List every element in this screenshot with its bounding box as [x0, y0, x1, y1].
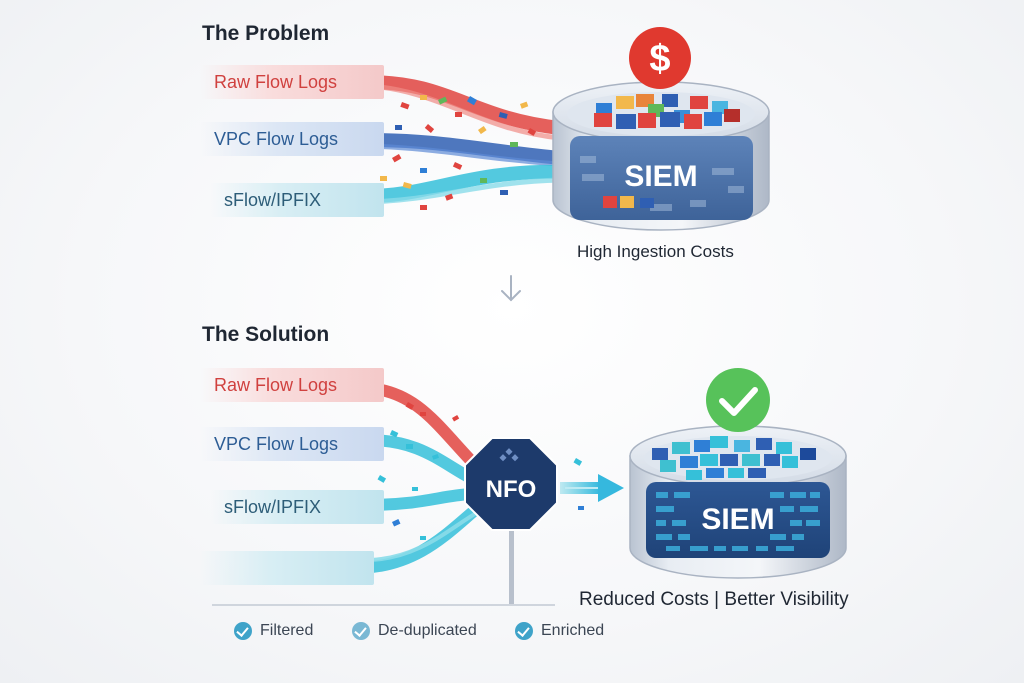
problem-source-vpc-flow-logs: VPC Flow Logs: [200, 122, 384, 156]
problem-confetti: [380, 95, 537, 210]
down-arrow-icon: [501, 275, 521, 302]
nfo-logo-icon: [499, 448, 519, 462]
nfo-processor: NFO: [464, 437, 558, 531]
problem-heading: The Problem: [202, 22, 330, 45]
solution-confetti: [377, 402, 584, 540]
benefit-label: Enriched: [541, 622, 605, 639]
solution-source-raw-flow-logs: Raw Flow Logs: [200, 368, 384, 402]
nfo-label: NFO: [486, 476, 537, 503]
solution-data-blocks: [652, 436, 816, 480]
solution-source-unlabeled: [200, 551, 374, 585]
check-icon: [719, 387, 758, 416]
check-circle-icon: [515, 622, 533, 640]
solution-siem-label: SIEM: [701, 503, 774, 536]
problem-source-raw-flow-logs: Raw Flow Logs: [200, 65, 384, 99]
solution-caption: Reduced Costs | Better Visibility: [579, 589, 849, 610]
nfo-pole: [212, 520, 555, 606]
success-badge: [706, 368, 770, 432]
cost-badge: $: [629, 27, 691, 89]
benefit-label: Filtered: [260, 622, 314, 639]
benefit-label: De-duplicated: [378, 622, 477, 639]
problem-streams: [361, 75, 567, 205]
output-arrow: [560, 474, 624, 502]
problem-caption: High Ingestion Costs: [577, 242, 734, 261]
solution-source-sflow-ipfix: sFlow/IPFIX: [210, 490, 384, 524]
benefit-de-duplicated: De-duplicated: [352, 622, 477, 640]
problem-data-blocks: [594, 94, 740, 129]
benefit-filtered: Filtered: [234, 622, 313, 640]
check-circle-icon: [352, 622, 370, 640]
benefit-enriched: Enriched: [515, 622, 604, 640]
problem-source-sflow-ipfix: sFlow/IPFIX: [210, 183, 384, 217]
solution-source-vpc-flow-logs: VPC Flow Logs: [200, 427, 384, 461]
problem-siem-label: SIEM: [624, 160, 697, 193]
check-circle-icon: [234, 622, 252, 640]
dollar-icon: $: [649, 38, 670, 80]
solution-heading: The Solution: [202, 323, 330, 346]
